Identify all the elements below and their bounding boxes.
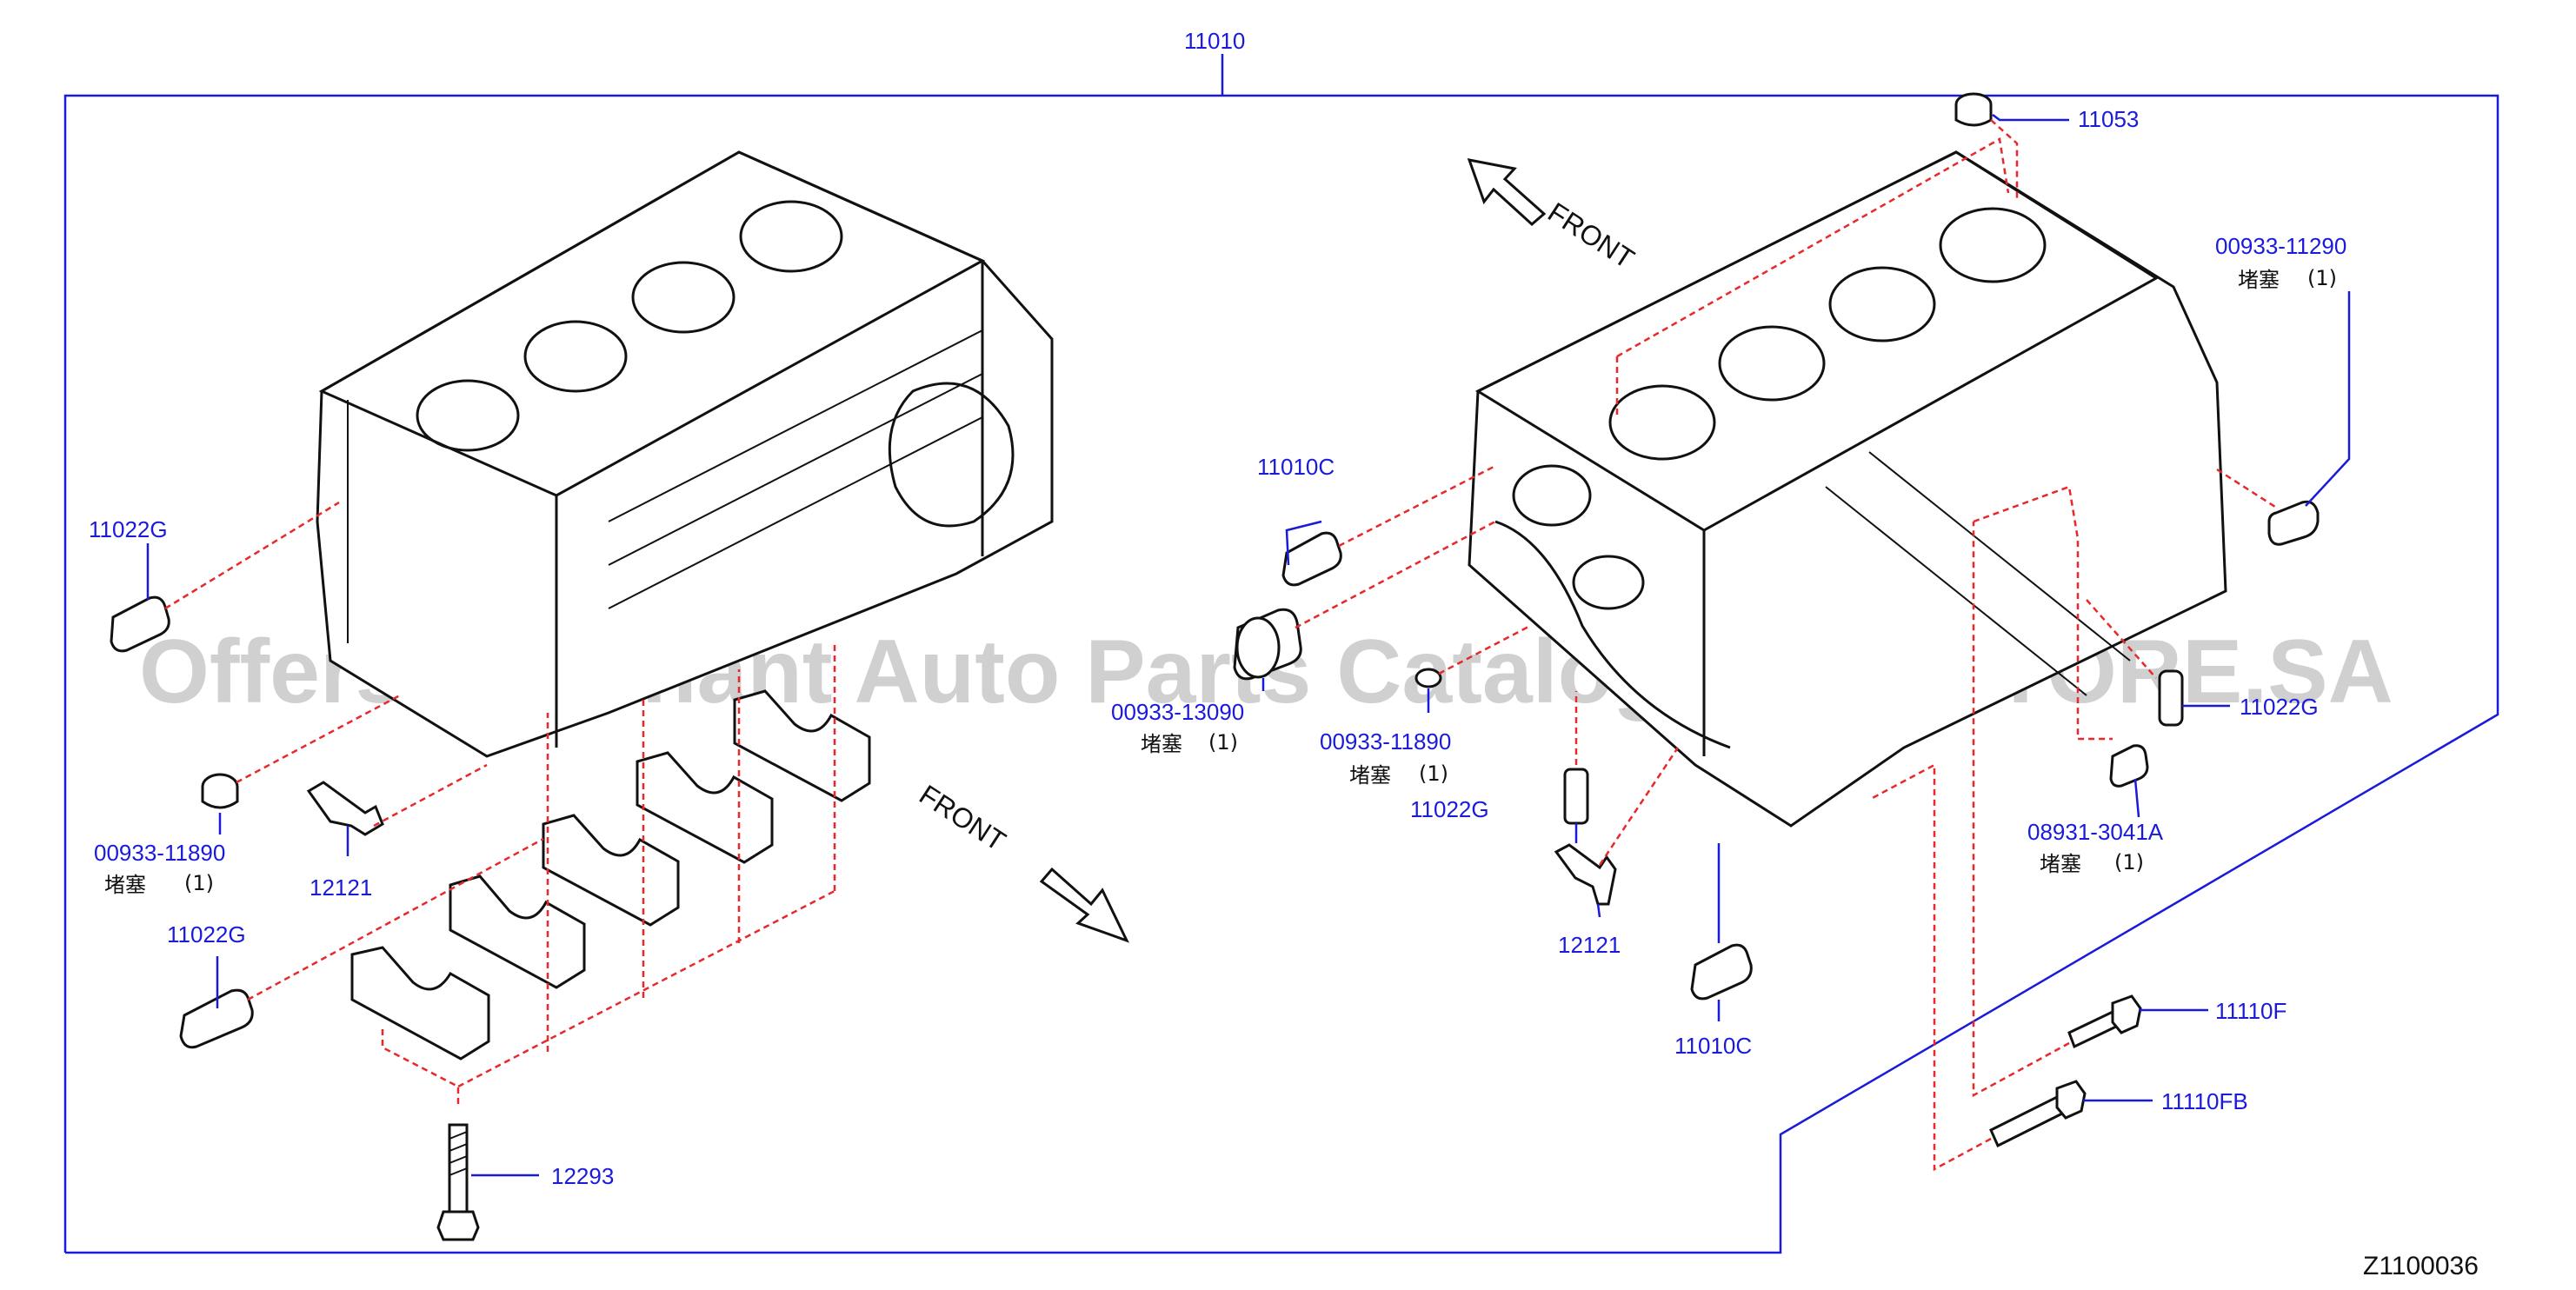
label-11022g-left-bottom[interactable]: 11022G bbox=[167, 921, 246, 948]
label-00933-11890-left[interactable]: 00933-11890 bbox=[94, 840, 225, 866]
label-00933-13090-name: 堵塞 bbox=[1141, 732, 1182, 756]
assembly-frame bbox=[63, 54, 2499, 1254]
label-08931-3041a-name: 堵塞 bbox=[2040, 852, 2081, 876]
label-11010c-lower[interactable]: 11010C bbox=[1674, 1033, 1752, 1059]
left-bearing-caps bbox=[350, 689, 871, 1061]
label-11022g-right[interactable]: 11022G bbox=[2240, 694, 2319, 720]
label-08931-3041a[interactable]: 08931-3041A bbox=[2027, 819, 2164, 845]
small-parts bbox=[110, 92, 2320, 1241]
right-engine-block bbox=[1468, 150, 2227, 828]
front-arrow-left-block bbox=[1039, 867, 1129, 943]
label-00933-11890-left-qty: (1) bbox=[184, 871, 214, 895]
label-11010[interactable]: 11010 bbox=[1184, 28, 1245, 54]
label-00933-11290-qty: (1) bbox=[2307, 266, 2337, 290]
label-00933-11890-mid[interactable]: 00933-11890 bbox=[1320, 728, 1451, 755]
label-11110f[interactable]: 11110F bbox=[2215, 998, 2286, 1024]
front-label-right: FRONT bbox=[1542, 196, 1640, 275]
label-12293[interactable]: 12293 bbox=[551, 1163, 614, 1189]
label-11010c-mid[interactable]: 11010C bbox=[1257, 454, 1335, 480]
leader-lines bbox=[164, 119, 2279, 1172]
label-11053[interactable]: 11053 bbox=[2078, 106, 2139, 132]
label-00933-11290[interactable]: 00933-11290 bbox=[2215, 233, 2346, 259]
label-00933-11890-mid-name: 堵塞 bbox=[1349, 763, 1391, 788]
label-00933-11290-name: 堵塞 bbox=[2238, 268, 2280, 292]
label-00933-13090[interactable]: 00933-13090 bbox=[1111, 699, 1244, 725]
label-00933-11890-mid-qty: (1) bbox=[1419, 761, 1448, 786]
label-08931-3041a-qty: (1) bbox=[2114, 850, 2144, 874]
label-11022g-mid[interactable]: 11022G bbox=[1410, 796, 1489, 822]
left-engine-block bbox=[316, 150, 1054, 758]
front-label-left: FRONT bbox=[914, 779, 1011, 857]
label-12121-left[interactable]: 12121 bbox=[310, 874, 372, 901]
front-arrow-right-block bbox=[1467, 158, 1547, 227]
label-11110fb[interactable]: 11110FB bbox=[2161, 1088, 2248, 1114]
diagram-code: Z1100036 bbox=[2363, 1252, 2479, 1280]
label-00933-13090-qty: (1) bbox=[1208, 730, 1238, 755]
label-00933-11890-left-name: 堵塞 bbox=[104, 873, 146, 897]
callout-lines bbox=[146, 114, 2351, 1177]
label-12121-mid[interactable]: 12121 bbox=[1558, 932, 1621, 958]
label-11022g-left-top[interactable]: 11022G bbox=[89, 516, 168, 542]
